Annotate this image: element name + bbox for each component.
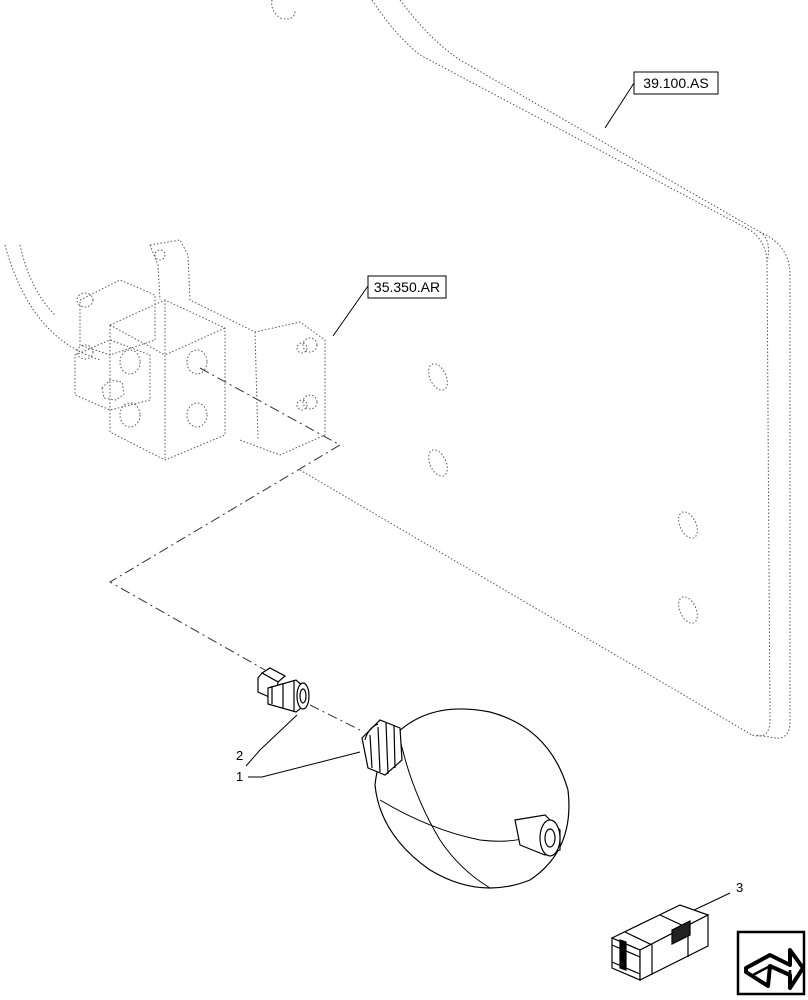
assembly-centerline (109, 367, 361, 731)
callout-item-1: 1 (236, 751, 361, 784)
plate-reference-callout: 39.100.AS (604, 71, 719, 129)
mounting-plate (271, 0, 791, 739)
hose-line (4, 244, 101, 361)
accumulator (361, 708, 570, 889)
callout-number-1: 1 (236, 769, 243, 784)
return-arrow-icon[interactable] (736, 930, 806, 996)
kit-box-icon (610, 904, 710, 981)
valve-block-assembly (74, 239, 326, 461)
valve-reference-callout: 35.350.AR (332, 275, 447, 337)
adapter-fitting (257, 667, 310, 713)
callout-item-2: 2 (236, 714, 298, 767)
plate-reference-label: 39.100.AS (643, 75, 708, 91)
callout-item-3: 3 (689, 880, 743, 913)
callout-number-2: 2 (236, 748, 243, 763)
valve-reference-label: 35.350.AR (374, 279, 440, 295)
callout-number-3: 3 (736, 880, 743, 895)
